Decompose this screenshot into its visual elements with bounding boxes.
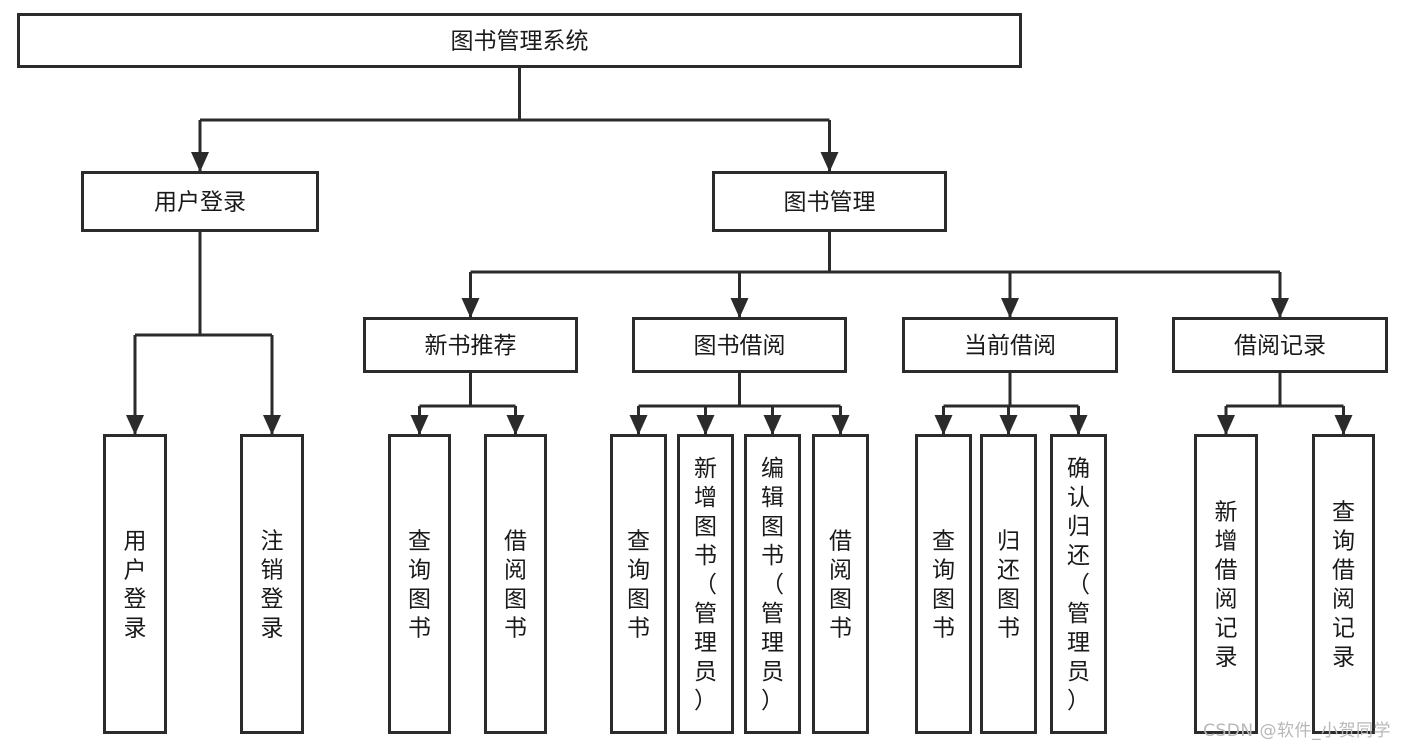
csdn-watermark: CSDN @软件_小贺同学 (1203, 721, 1391, 741)
node-rect (744, 434, 801, 734)
node-rect (712, 171, 947, 232)
arrow-head-icon (1334, 415, 1353, 435)
node-leaf-add-borrow-record[interactable]: 新增借阅记录 (1194, 434, 1258, 734)
arrow-head-icon (629, 415, 648, 435)
node-leaf-confirm-return-admin[interactable]: 确认归还（管理员） (1050, 434, 1107, 734)
node-label: 编辑图书（管理员） (761, 456, 784, 714)
node-leaf-user-logout[interactable]: 注销登录 (240, 434, 304, 734)
node-label: 查询借阅记录 (1332, 500, 1355, 671)
node-leaf-query-books-recommend[interactable]: 查询图书 (388, 434, 451, 734)
node-book-management[interactable]: 图书管理 (712, 171, 947, 232)
node-label: 确认归还（管理员） (1067, 456, 1090, 714)
node-rect (610, 434, 667, 734)
node-label: 用户登录 (154, 190, 246, 216)
node-leaf-borrow-book[interactable]: 借阅图书 (812, 434, 869, 734)
node-rect (17, 13, 1022, 68)
node-leaf-edit-book-admin[interactable]: 编辑图书（管理员） (744, 434, 801, 734)
node-rect (902, 317, 1118, 373)
node-current-borrow[interactable]: 当前借阅 (902, 317, 1118, 373)
node-leaf-add-book-admin[interactable]: 新增图书（管理员） (677, 434, 734, 734)
arrow-head-icon (410, 415, 429, 435)
node-user-login[interactable]: 用户登录 (81, 171, 319, 232)
node-label: 新书推荐 (425, 333, 517, 359)
node-leaf-query-books-borrow[interactable]: 查询图书 (610, 434, 667, 734)
node-leaf-return-book[interactable]: 归还图书 (980, 434, 1037, 734)
arrow-head-icon (1271, 298, 1289, 318)
node-label: 查询图书 (932, 529, 955, 642)
arrow-head-icon (191, 152, 209, 172)
node-rect (363, 317, 578, 373)
arrow-head-icon (1069, 415, 1088, 435)
node-root[interactable]: 图书管理系统 (17, 13, 1022, 68)
arrow-head-icon (461, 298, 480, 318)
node-label: 借阅图书 (829, 529, 852, 642)
node-borrow-records[interactable]: 借阅记录 (1172, 317, 1388, 373)
node-label: 图书管理 (784, 190, 876, 216)
node-label: 注销登录 (261, 529, 284, 642)
node-rect (240, 434, 304, 734)
node-rect (915, 434, 972, 734)
arrow-head-icon (263, 415, 281, 435)
arrow-head-icon (506, 415, 525, 435)
node-label: 新增借阅记录 (1215, 500, 1238, 671)
node-new-book-recommend[interactable]: 新书推荐 (363, 317, 578, 373)
node-rect (812, 434, 869, 734)
arrow-head-icon (1217, 415, 1235, 435)
node-rect (1194, 434, 1258, 734)
node-leaf-borrow-books-recommend[interactable]: 借阅图书 (484, 434, 547, 734)
node-rect (980, 434, 1037, 734)
arrow-head-icon (696, 415, 715, 435)
node-rect (1312, 434, 1375, 734)
node-layer: 图书管理系统用户登录图书管理新书推荐图书借阅当前借阅借阅记录用户登录注销登录查询… (17, 13, 1388, 734)
node-label: 图书管理系统 (451, 29, 589, 55)
node-label: 归还图书 (997, 529, 1020, 642)
arrow-head-icon (763, 415, 782, 435)
arrow-head-icon (820, 152, 839, 172)
node-book-borrow[interactable]: 图书借阅 (632, 317, 847, 373)
node-leaf-query-books-current[interactable]: 查询图书 (915, 434, 972, 734)
node-rect (81, 171, 319, 232)
arrow-head-icon (126, 415, 144, 435)
node-rect (484, 434, 547, 734)
node-rect (1050, 434, 1107, 734)
node-label: 借阅图书 (504, 529, 527, 642)
node-label: 新增图书（管理员） (694, 456, 717, 714)
arrow-head-icon (831, 415, 850, 435)
node-rect (632, 317, 847, 373)
arrow-head-icon (730, 298, 749, 318)
connector-layer (126, 68, 1353, 435)
node-rect (677, 434, 734, 734)
arrow-head-icon (999, 415, 1018, 435)
node-rect (103, 434, 167, 734)
node-leaf-user-login[interactable]: 用户登录 (103, 434, 167, 734)
node-label: 当前借阅 (964, 333, 1056, 359)
node-label: 图书借阅 (694, 333, 786, 359)
arrow-head-icon (1001, 298, 1019, 318)
node-label: 用户登录 (124, 529, 147, 642)
node-label: 查询图书 (627, 529, 650, 642)
node-rect (388, 434, 451, 734)
arrow-head-icon (934, 415, 953, 435)
node-label: 查询图书 (408, 529, 431, 642)
node-leaf-query-borrow-record[interactable]: 查询借阅记录 (1312, 434, 1375, 734)
node-rect (1172, 317, 1388, 373)
node-label: 借阅记录 (1234, 333, 1326, 359)
